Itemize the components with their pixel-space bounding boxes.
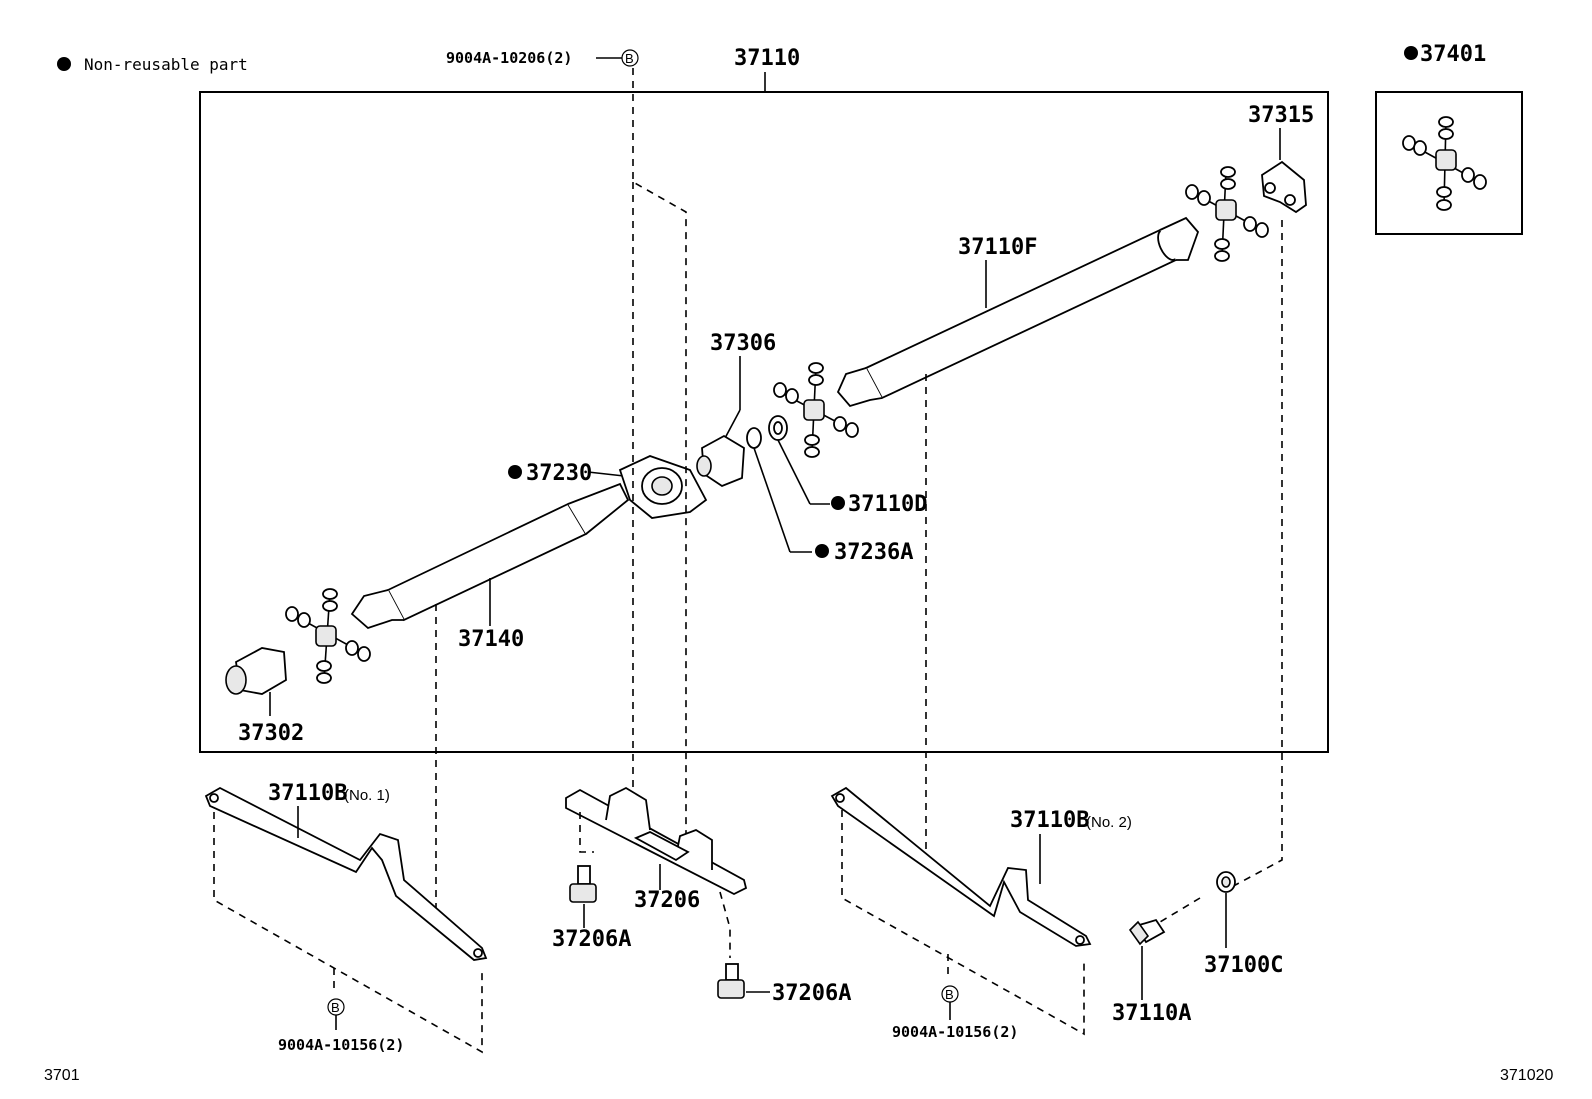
legend-dot-icon	[57, 57, 71, 71]
label-37110[interactable]: 37110	[734, 46, 800, 71]
label-37110D[interactable]: 37110D	[848, 492, 927, 517]
label-bolt-left[interactable]: 9004A-10156(2)	[278, 1036, 404, 1054]
label-37110F[interactable]: 37110F	[958, 235, 1037, 260]
rear-shaft-part	[836, 216, 1200, 408]
label-37110B-no1[interactable]: 37110B	[268, 781, 347, 806]
page-code-right: 371020	[1500, 1067, 1553, 1084]
non-reusable-dot-icon	[831, 496, 845, 510]
front-spider-part	[285, 588, 371, 684]
strap-no2-part	[830, 786, 1092, 947]
bolt-37110a-part	[1128, 918, 1166, 946]
label-37401[interactable]: 37401	[1420, 42, 1486, 67]
label-37110A[interactable]: 37110A	[1112, 1001, 1191, 1026]
label-bolt-right[interactable]: 9004A-10156(2)	[892, 1023, 1018, 1041]
label-strap1-sub: (No. 1)	[344, 787, 390, 804]
yoke-part	[696, 434, 745, 488]
strap-no1-part	[204, 786, 488, 961]
label-strap2-sub: (No. 2)	[1086, 814, 1132, 831]
non-reusable-dot-icon	[815, 544, 829, 558]
spacer-ring-part	[746, 427, 762, 449]
spider-kit-icon	[1402, 116, 1487, 211]
page-code-left: 3701	[44, 1067, 80, 1084]
svg-text:B: B	[945, 987, 954, 1002]
label-37206A-right[interactable]: 37206A	[772, 981, 851, 1006]
rear-spider-part	[1185, 166, 1269, 262]
bolt-37206a-left-part	[569, 865, 597, 903]
kit-box	[1375, 91, 1523, 235]
rear-flange-part	[1261, 160, 1307, 214]
label-37230[interactable]: 37230	[526, 461, 592, 486]
washer-37100c-part	[1216, 871, 1236, 893]
label-37110B-no2[interactable]: 37110B	[1010, 808, 1089, 833]
middle-spider-part	[773, 362, 859, 458]
center-bearing-part	[618, 455, 708, 519]
bolt-37206a-right-part	[717, 963, 745, 999]
label-37236A[interactable]: 37236A	[834, 540, 913, 565]
crossmember-part	[565, 786, 748, 896]
front-flange-part	[225, 647, 287, 695]
label-37140[interactable]: 37140	[458, 627, 524, 652]
non-reusable-dot-icon	[1404, 46, 1418, 60]
leader-dashed	[632, 68, 687, 838]
svg-text:B: B	[331, 1000, 340, 1015]
front-shaft-part	[350, 482, 630, 630]
label-37206[interactable]: 37206	[634, 888, 700, 913]
label-37315[interactable]: 37315	[1248, 103, 1314, 128]
label-37206A-left[interactable]: 37206A	[552, 927, 631, 952]
legend-text: Non-reusable part	[84, 55, 248, 74]
assembly-frame	[199, 91, 1329, 753]
label-top-bolt[interactable]: 9004A-10206(2)	[446, 49, 572, 67]
ref-b-icon	[621, 49, 639, 67]
label-37306[interactable]: 37306	[710, 331, 776, 356]
label-37100C[interactable]: 37100C	[1204, 953, 1283, 978]
non-reusable-dot-icon	[508, 465, 522, 479]
svg-text:B: B	[625, 51, 634, 66]
label-37302[interactable]: 37302	[238, 721, 304, 746]
